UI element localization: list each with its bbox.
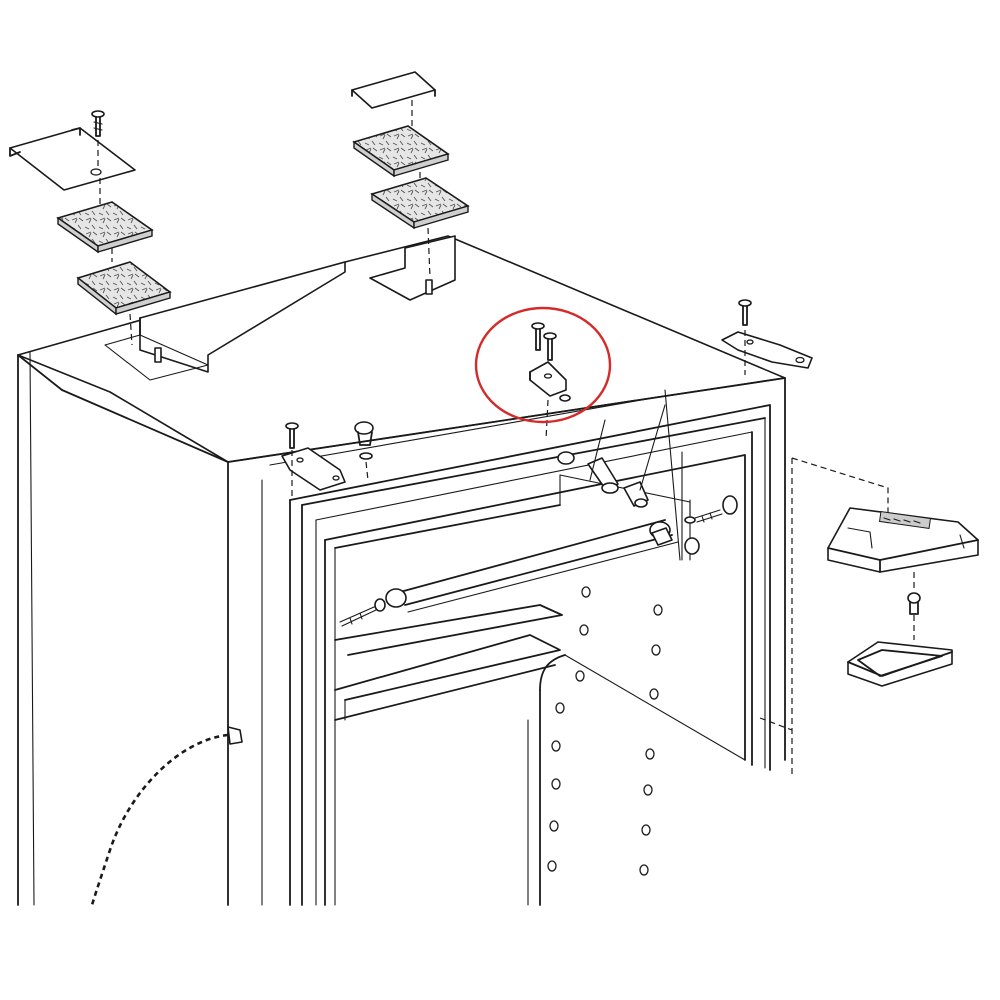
screw-top-left — [91, 110, 105, 137]
pin-right — [425, 279, 433, 295]
right-hinge-assembly — [721, 299, 813, 375]
top-recess-left — [104, 261, 346, 381]
cabinet-body — [17, 235, 786, 906]
peg-hole — [551, 740, 561, 752]
light-lens-cover — [847, 641, 953, 687]
shelf-peg-holes — [547, 586, 663, 876]
peg-hole — [549, 820, 559, 832]
left-hinge-screw — [285, 422, 299, 449]
peg-hole — [575, 670, 585, 682]
peg-hole — [651, 644, 661, 656]
top-recess-right — [369, 235, 456, 301]
peg-hole — [645, 748, 655, 760]
left-hinge-assembly — [281, 421, 374, 500]
peg-hole — [653, 604, 663, 616]
peg-hole — [547, 860, 557, 872]
door-stopper — [649, 495, 738, 555]
peg-hole — [581, 586, 591, 598]
wire-connector — [227, 726, 243, 745]
door-pivot-parts — [339, 404, 738, 627]
pivot-bushing — [557, 451, 575, 465]
bracket-screw-1 — [531, 322, 545, 351]
bracket-screw-2 — [543, 332, 557, 361]
insulation-pad-3 — [352, 125, 450, 178]
insulation-pad-2 — [76, 261, 172, 316]
light-housing — [827, 507, 979, 573]
highlight-circle — [474, 306, 612, 424]
peg-hole — [639, 864, 649, 876]
peg-hole — [649, 688, 659, 700]
rail-end-cap — [339, 588, 407, 627]
right-hinge-screw — [738, 299, 752, 326]
cover-plate-center — [351, 71, 436, 109]
peg-hole — [555, 702, 565, 714]
peg-hole — [579, 624, 589, 636]
pin-left — [154, 347, 162, 363]
peg-hole — [551, 778, 561, 790]
cover-plate-left — [9, 127, 136, 191]
peg-hole — [641, 824, 651, 836]
light-assembly — [759, 457, 979, 775]
center-hinge-bracket — [529, 322, 571, 441]
insulation-pad-4 — [370, 177, 470, 230]
hinge-pin-knob — [354, 421, 374, 460]
center-pad-stack — [351, 71, 470, 279]
insulation-pad-1 — [56, 201, 154, 254]
light-bulb — [907, 572, 921, 640]
pivot-pin — [587, 457, 619, 491]
peg-hole — [643, 784, 653, 796]
left-pad-stack — [9, 110, 172, 346]
wire-harness — [90, 726, 243, 906]
